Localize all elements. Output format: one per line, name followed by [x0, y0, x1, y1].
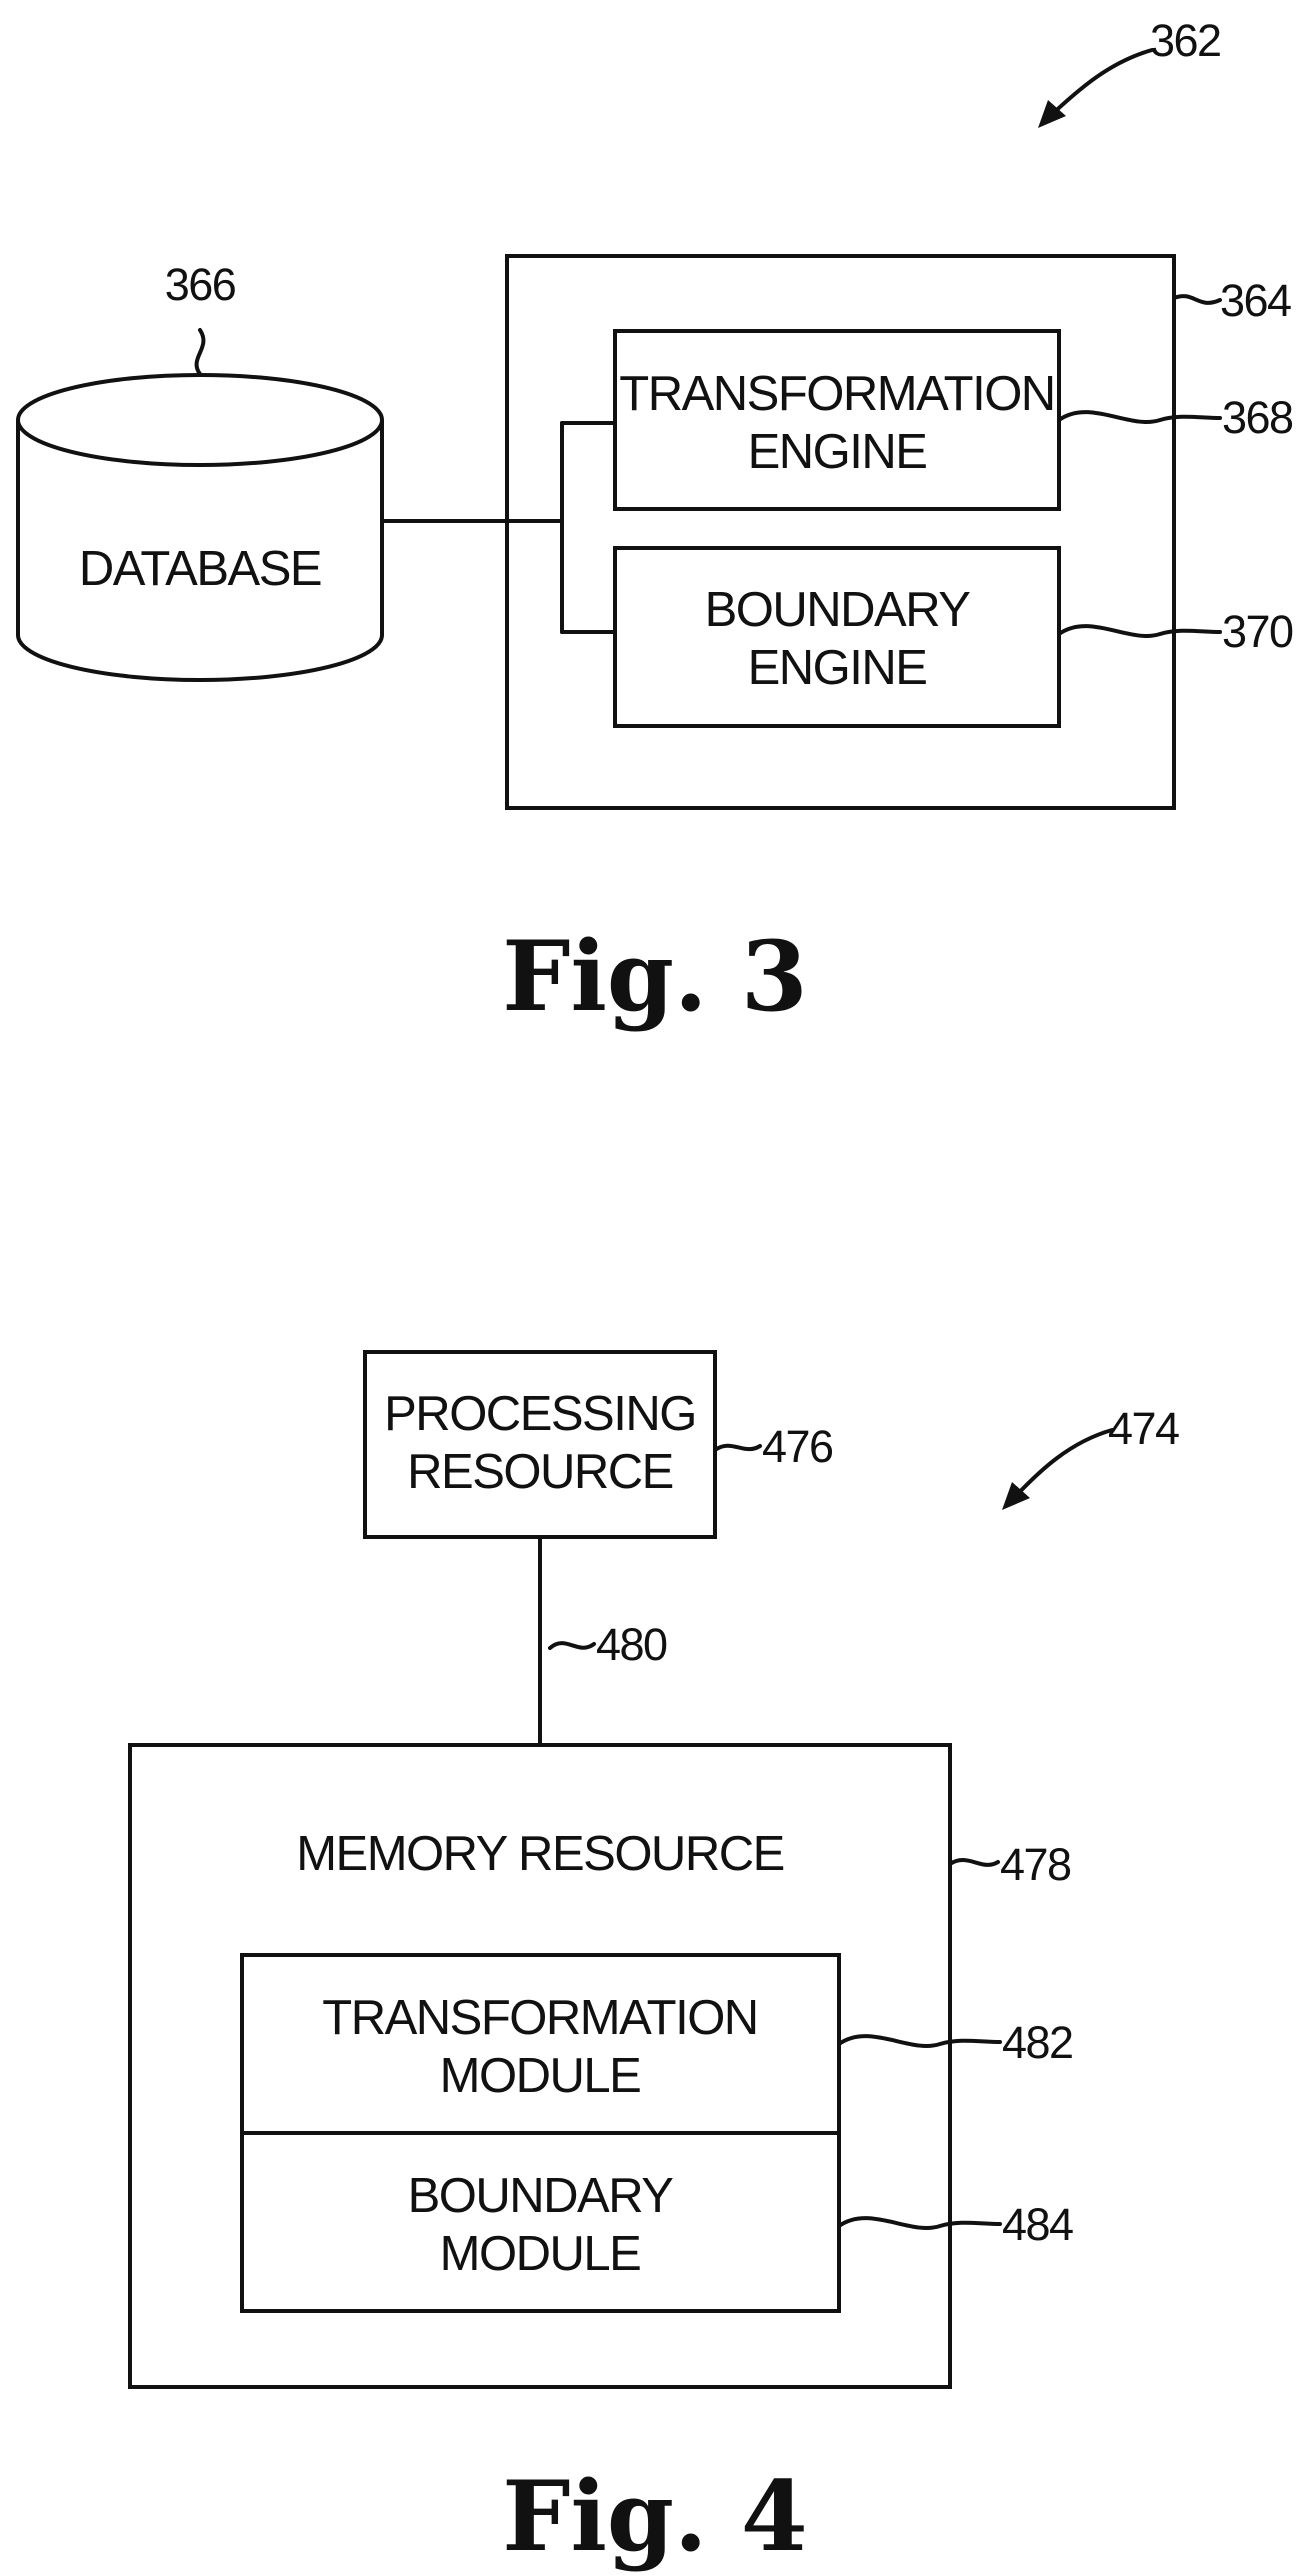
- database-cylinder: [18, 375, 382, 680]
- boundary-module-label-line1: BOUNDARY: [408, 2169, 674, 2223]
- figure-3: 362 DATABASE 366 364 TRANSFORMATION ENGI…: [18, 15, 1293, 1033]
- boundary-engine-box: [615, 548, 1059, 726]
- system-ref-362-arrow: [1038, 50, 1152, 128]
- transformation-module-label-line1: TRANSFORMATION: [322, 1991, 757, 2045]
- boundary-engine-ref-370: 370: [1222, 606, 1293, 657]
- database-label: DATABASE: [79, 542, 321, 596]
- boundary-engine-label-line2: ENGINE: [748, 641, 927, 695]
- container-ref-leader: [1174, 296, 1220, 303]
- transformation-module-label-line2: MODULE: [440, 2049, 641, 2103]
- database-ref-leader: [197, 330, 204, 374]
- boundary-module-ref-484: 484: [1002, 2199, 1073, 2250]
- system-ref-474: 474: [1108, 1403, 1179, 1454]
- processing-resource-ref-476: 476: [762, 1421, 833, 1472]
- memory-resource-ref-leader: [950, 1860, 998, 1865]
- boundary-module-label-line2: MODULE: [440, 2227, 641, 2281]
- boundary-engine-label-line1: BOUNDARY: [705, 583, 971, 637]
- figure-4: 474 PROCESSING RESOURCE 476 480 MEMORY R…: [130, 1352, 1179, 2573]
- transformation-engine-label-line1: TRANSFORMATION: [619, 367, 1054, 421]
- processing-resource-ref-leader: [715, 1446, 760, 1450]
- transformation-engine-label-line2: ENGINE: [748, 425, 927, 479]
- processing-resource-label-line2: RESOURCE: [407, 1445, 673, 1499]
- processing-resource-label-line1: PROCESSING: [384, 1387, 696, 1441]
- memory-resource-label: MEMORY RESOURCE: [296, 1827, 784, 1881]
- figure-4-caption: Fig. 4: [502, 2460, 807, 2573]
- figure-3-caption: Fig. 3: [502, 920, 807, 1033]
- memory-resource-ref-478: 478: [1000, 1839, 1071, 1890]
- system-ref-362: 362: [1150, 15, 1221, 66]
- transformation-module-ref-482: 482: [1002, 2017, 1073, 2068]
- link-ref-480: 480: [596, 1619, 667, 1670]
- transformation-engine-ref-368: 368: [1222, 392, 1293, 443]
- link-ref-leader: [550, 1643, 594, 1648]
- system-ref-474-arrow: [1002, 1430, 1112, 1510]
- container-ref-364: 364: [1220, 275, 1291, 326]
- database-ref-366: 366: [165, 259, 236, 310]
